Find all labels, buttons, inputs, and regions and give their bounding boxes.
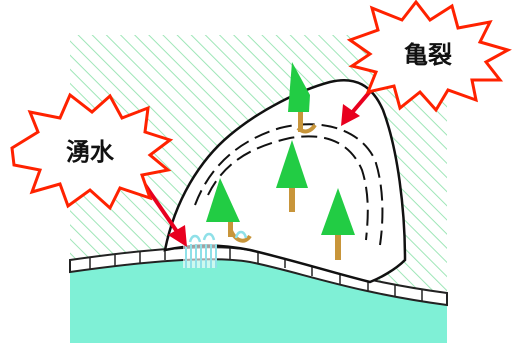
crack-label: 亀裂	[404, 41, 452, 69]
spring-callout: 湧水	[12, 95, 170, 208]
spring-label: 湧水	[66, 138, 115, 166]
